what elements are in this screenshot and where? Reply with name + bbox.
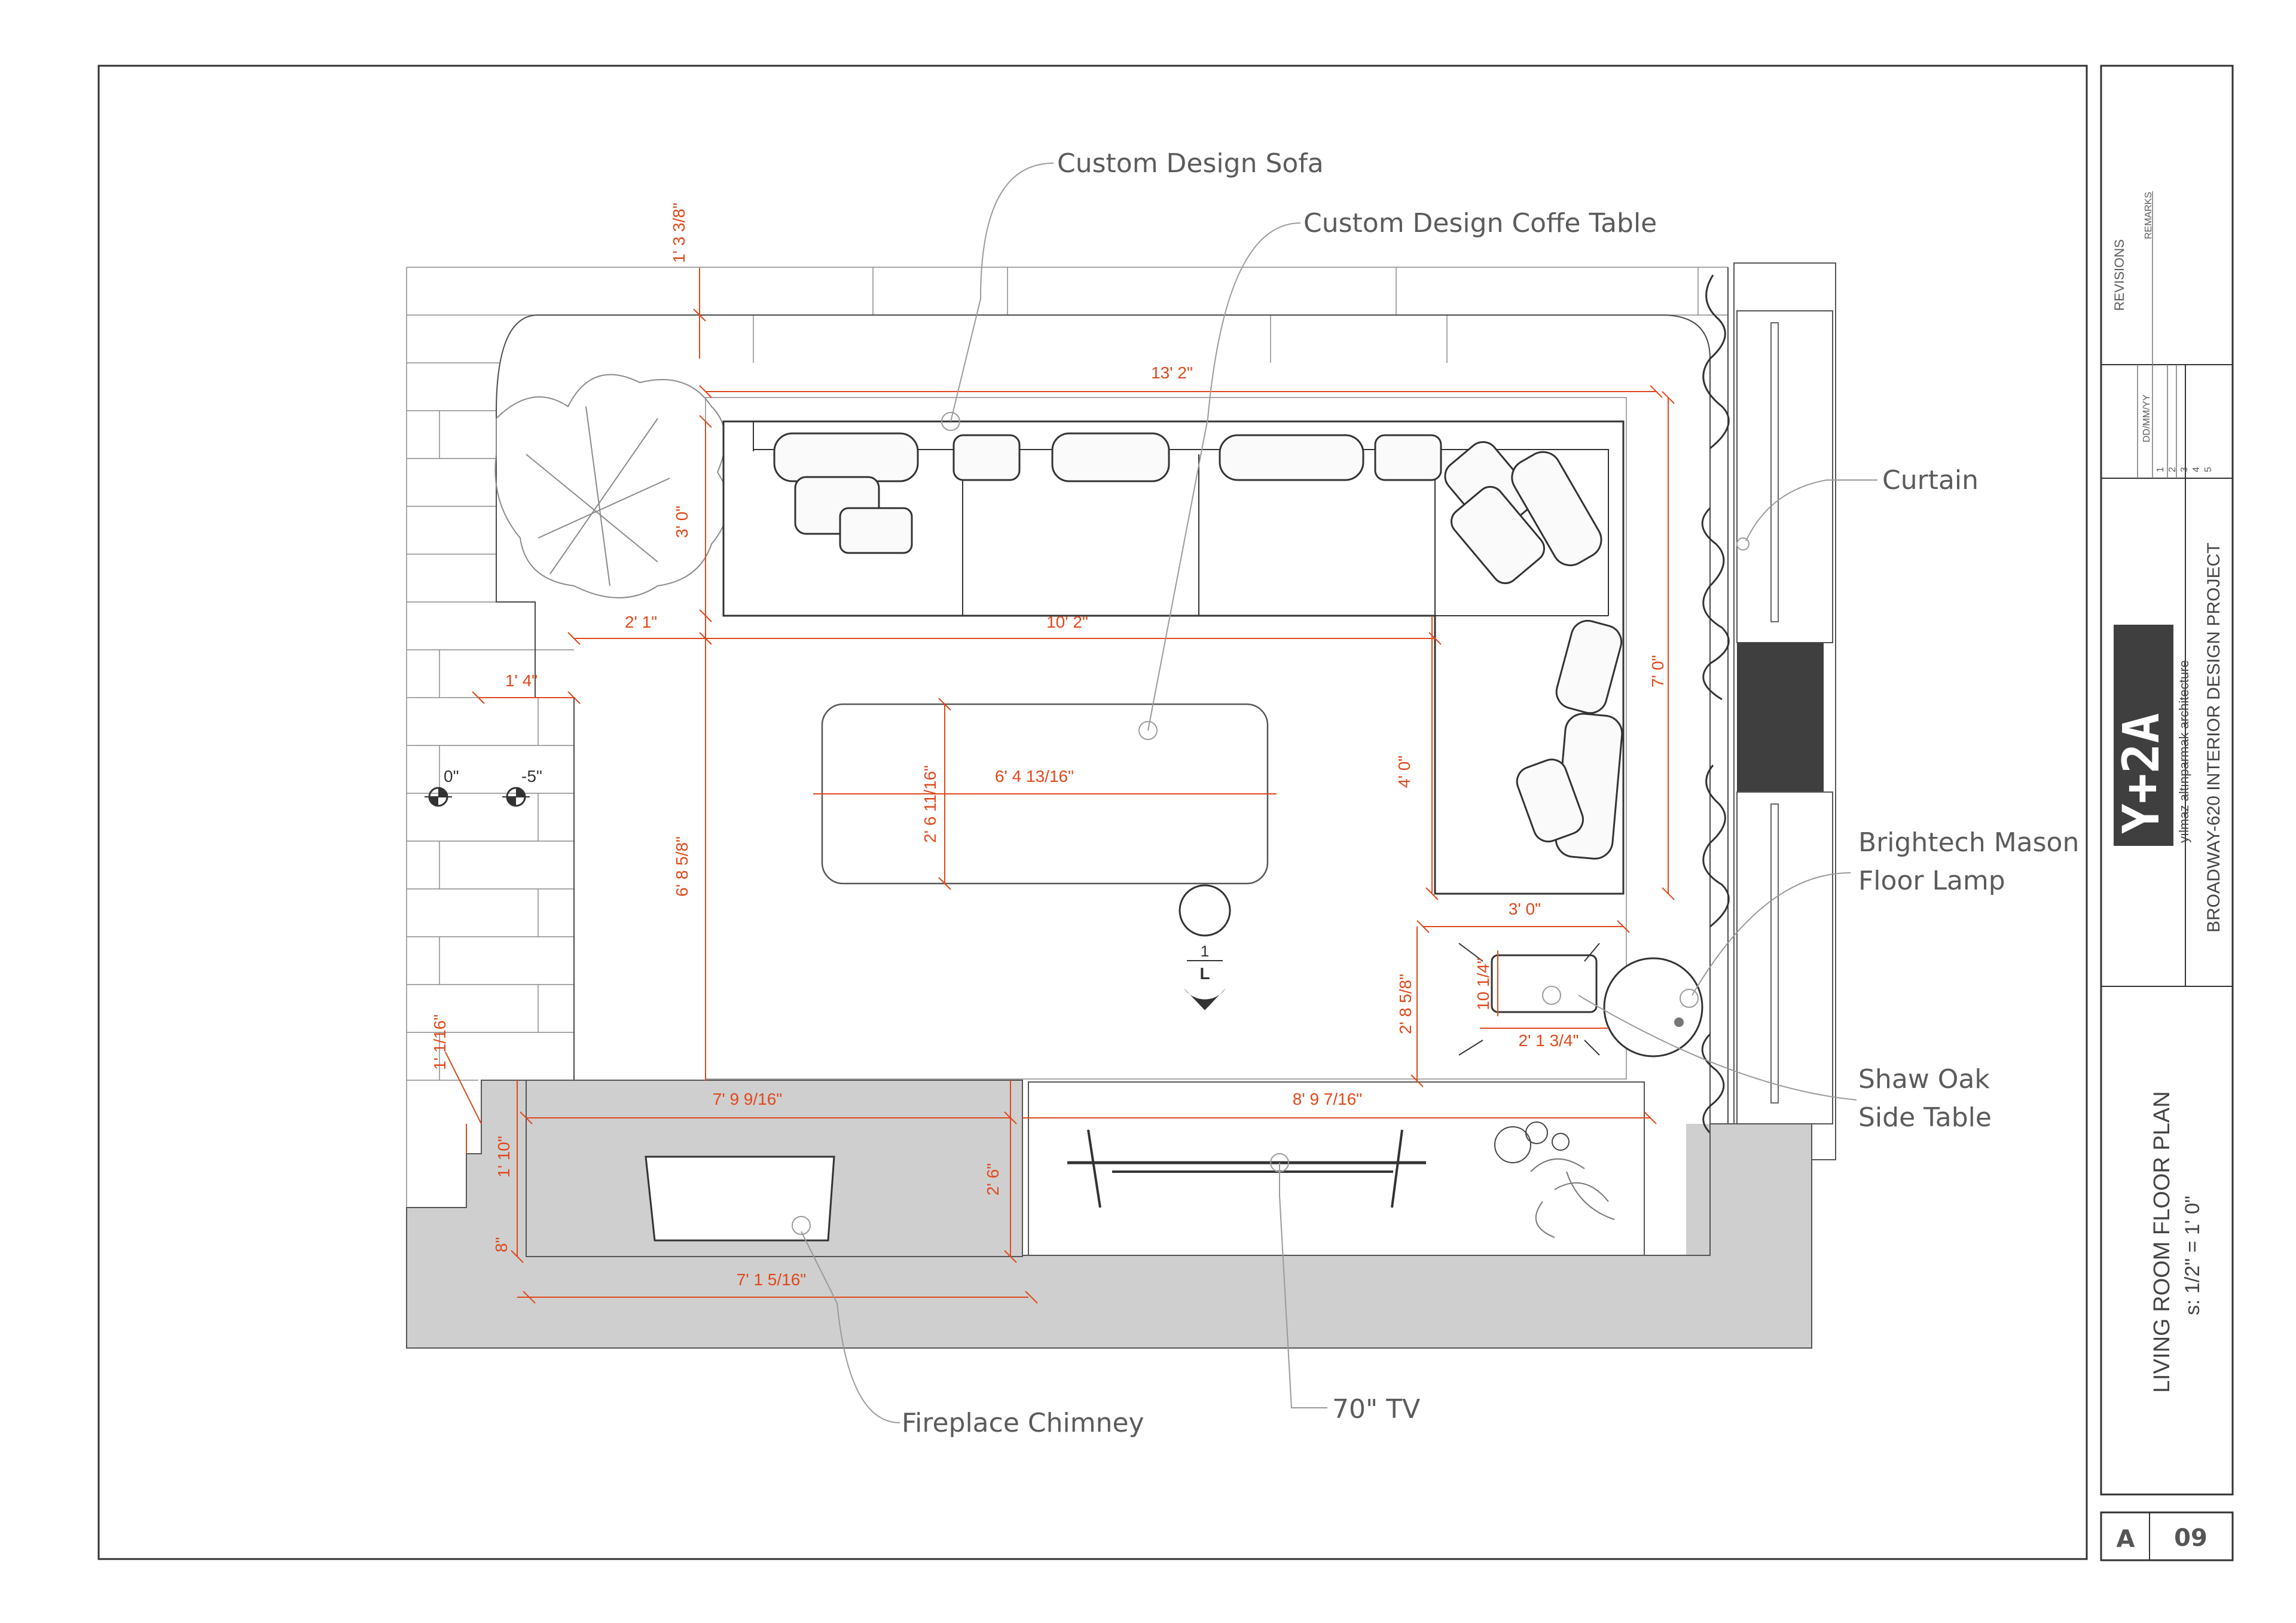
- level-label-b: -5": [521, 767, 542, 785]
- logo-text: Y+2A: [2112, 713, 2170, 834]
- label-floor-lamp-2: Floor Lamp: [1858, 866, 2005, 896]
- dim-left-small: 1' 1/16": [430, 1014, 449, 1070]
- revision-number-3: 3: [2179, 467, 2190, 472]
- title-block-frame: [2100, 65, 2234, 1496]
- tv-console: [1028, 1081, 1645, 1256]
- dim-side-table-h: 10 1/4": [1474, 958, 1492, 1010]
- dim-side-area: 2' 8 5/8": [1396, 974, 1415, 1034]
- dim-brick-step: 1' 4": [505, 671, 538, 690]
- potted-plant: [494, 374, 729, 598]
- section-marker: [1178, 884, 1231, 1010]
- level-marker-a: [425, 787, 452, 807]
- dim-chaise-width: 3' 0": [1509, 900, 1541, 918]
- callout-labels: Custom Design Sofa Custom Design Coffe T…: [902, 148, 2079, 1438]
- floor-lamp: [1603, 957, 1703, 1057]
- label-sofa: Custom Design Sofa: [1057, 148, 1324, 179]
- dim-table-width: 6' 4 13/16": [995, 767, 1074, 785]
- level-marker-b: [502, 787, 530, 807]
- label-floor-lamp-1: Brightech Mason: [1858, 827, 2079, 858]
- dim-fp-offset: 8": [492, 1237, 511, 1252]
- callout-leaders: [792, 163, 1877, 1423]
- tv: [1067, 1129, 1426, 1208]
- label-fireplace: Fireplace Chimney: [902, 1408, 1144, 1438]
- dim-right-height: 7' 0": [1648, 655, 1667, 687]
- dim-sofa-width: 10' 2": [1046, 613, 1088, 631]
- firm-logo: Y+2A yılmaz altınparmak architecture: [2112, 625, 2191, 846]
- label-coffee-table: Custom Design Coffe Table: [1303, 208, 1657, 239]
- sofa: [722, 420, 1625, 895]
- dim-chaise-length: 4' 0": [1395, 756, 1413, 788]
- floor-plan: 0" -5" 1 L: [406, 262, 1836, 1349]
- dim-room-depth: 6' 8 5/8": [673, 836, 691, 897]
- level-label-a: 0": [444, 767, 459, 785]
- curtain-right: [1701, 765, 1730, 1143]
- revision-date-header: DD/MM/YY: [2142, 395, 2152, 442]
- dim-sofa-depth: 3' 0": [673, 506, 691, 538]
- project-name: BROADWAY-620 INTERIOR DESIGN PROJECT: [2204, 543, 2224, 933]
- dim-fp-width: 7' 9 9/16": [713, 1090, 782, 1108]
- label-tv: 70" TV: [1332, 1394, 1420, 1425]
- revision-number-1: 1: [2155, 467, 2166, 472]
- curtain-left: [1701, 274, 1730, 701]
- decor-plant-and-vases: [1494, 1121, 1615, 1238]
- dim-fp-depth: 1' 10": [494, 1136, 513, 1178]
- fireplace-firebox: [645, 1156, 835, 1242]
- drawing-frame: [97, 65, 2088, 1560]
- dim-side-table-w: 2' 1 3/4": [1519, 1031, 1579, 1050]
- title-block: [2100, 191, 2233, 1560]
- dim-fp-bottom: 7' 1 5/16": [737, 1270, 806, 1289]
- revision-number-2: 2: [2167, 467, 2178, 472]
- drawing-scale: s: 1/2" = 1' 0": [2181, 1196, 2204, 1315]
- drawing-title: LIVING ROOM FLOOR PLAN: [2150, 1091, 2175, 1393]
- dim-tv-wall: 8' 9 7/16": [1293, 1090, 1362, 1108]
- revision-number-4: 4: [2191, 467, 2202, 472]
- dim-fp-depth2: 2' 6": [984, 1163, 1002, 1196]
- dimension-lines: [445, 268, 1675, 1304]
- dim-left-gap: 2' 1": [625, 613, 657, 631]
- remarks-heading: REMARKS: [2144, 192, 2154, 239]
- side-table: [1458, 943, 1600, 1056]
- label-curtain: Curtain: [1882, 465, 1979, 496]
- sheet-prefix: A: [2117, 1526, 2135, 1553]
- label-side-table-1: Shaw Oak: [1858, 1064, 1990, 1095]
- dim-wall-offset: 1' 3 3/8": [670, 203, 688, 263]
- dimension-labels: 13' 2" 1' 3 3/8" 3' 0" 2' 1" 10' 2" 1' 4…: [430, 203, 1667, 1289]
- revisions-heading: REVISIONS: [2112, 239, 2127, 311]
- dim-top-width: 13' 2": [1151, 363, 1193, 382]
- sheet-number: 09: [2174, 1524, 2208, 1552]
- dim-table-depth: 2' 6 11/16": [921, 765, 939, 843]
- label-side-table-2: Side Table: [1858, 1102, 1992, 1133]
- room-outline: [496, 314, 1711, 1255]
- section-sheet: L: [1199, 964, 1210, 983]
- section-number: 1: [1201, 942, 1209, 960]
- logo-caption: yılmaz altınparmak architecture: [2176, 660, 2191, 843]
- revision-number-5: 5: [2203, 467, 2213, 472]
